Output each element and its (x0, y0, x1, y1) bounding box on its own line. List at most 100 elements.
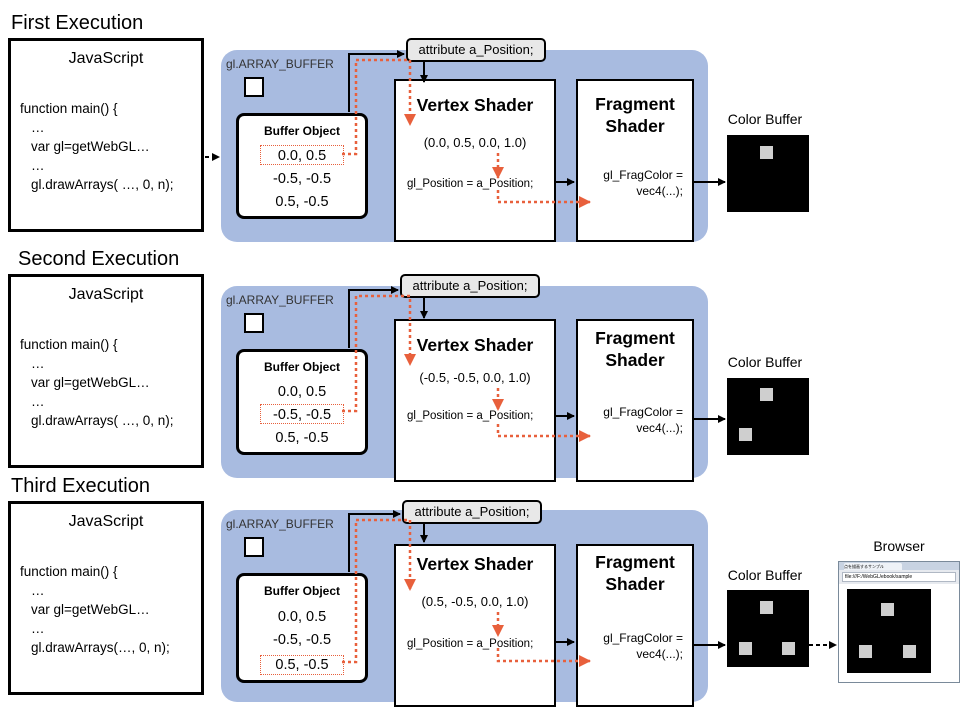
buffer-object: Buffer Object 0.0, 0.5 -0.5, -0.5 0.5, -… (236, 573, 368, 683)
buffer-row: 0.5, -0.5 (275, 430, 329, 446)
code-line: … (31, 356, 45, 371)
buffer-object: Buffer Object 0.0, 0.5 -0.5, -0.5 0.5, -… (236, 113, 368, 219)
javascript-title: JavaScript (68, 513, 144, 530)
buffer-to-attribute-line (348, 510, 401, 572)
javascript-box: JavaScript function main() { … var gl=ge… (8, 274, 204, 468)
buffer-row: -0.5, -0.5 (272, 171, 332, 187)
vertex-shader-code: gl_Position = a_Position; (407, 410, 534, 422)
browser-tab-bar: 点を描画するサンプル (839, 562, 959, 570)
code-line: … (31, 621, 45, 636)
buffer-row: 0.0, 0.5 (277, 609, 327, 625)
data-flow-arrow (496, 424, 591, 442)
code-line: … (31, 394, 45, 409)
color-buffer-label: Color Buffer (727, 567, 803, 583)
rendered-point (760, 601, 773, 614)
browser-address-bar: file:///F:/WebGL/ebook/sample (842, 572, 956, 582)
execution-title: Third Execution (11, 475, 150, 497)
vertex-shader: Vertex Shader (0.5, -0.5, 0.0, 1.0) gl_P… (394, 544, 556, 707)
color-buffer (727, 378, 809, 455)
array-buffer-binding (244, 537, 264, 557)
javascript-title: JavaScript (68, 50, 144, 67)
execution-panel-1: First Execution JavaScript function main… (0, 12, 965, 247)
fragment-shader: Fragment Shader gl_FragColor = vec4(...)… (576, 544, 694, 707)
javascript-title: JavaScript (68, 286, 144, 303)
execution-panel-2: Second Execution JavaScript function mai… (0, 248, 965, 482)
data-flow-arrow (342, 518, 416, 664)
fragment-shader-code: gl_FragColor = (603, 631, 683, 645)
color-buffer (727, 590, 809, 667)
code-line: … (31, 583, 45, 598)
data-flow-arrow (496, 190, 591, 208)
color-buffer (727, 135, 809, 212)
buffer-row: -0.5, -0.5 (272, 632, 332, 648)
execution-2-arrows (342, 286, 726, 442)
execution-title: Second Execution (18, 248, 180, 270)
buffer-row: 0.5, -0.5 (275, 657, 329, 673)
fragment-shader: Fragment Shader gl_FragColor = vec4(...)… (576, 319, 694, 482)
execution-1-arrows (205, 50, 726, 208)
buffer-row: 0.0, 0.5 (277, 148, 327, 164)
javascript-box: JavaScript function main() { … var gl=ge… (8, 501, 204, 695)
vertex-shader-title: Vertex Shader (416, 554, 534, 574)
vertex-shader-code: gl_Position = a_Position; (407, 178, 534, 190)
execution-3-arrows (342, 510, 837, 667)
array-buffer-binding (244, 313, 264, 333)
buffer-row: 0.0, 0.5 (277, 384, 327, 400)
rendered-point (859, 645, 872, 658)
rendered-point (760, 388, 773, 401)
fragment-shader-code: gl_FragColor = (603, 405, 683, 419)
attribute-variable: attribute a_Position; (400, 274, 540, 298)
buffer-to-attribute-line (348, 50, 405, 112)
buffer-row: -0.5, -0.5 (272, 407, 332, 423)
data-flow-arrow (342, 58, 416, 156)
fragment-shader-title: Fragment (595, 552, 675, 572)
fragment-shader-title: Fragment (595, 328, 675, 348)
code-line: gl.drawArrays( …, 0, n); (31, 413, 174, 428)
array-buffer-label: gl.ARRAY_BUFFER (226, 57, 334, 71)
fragment-shader-title: Shader (605, 116, 665, 136)
rendered-point (903, 645, 916, 658)
buffer-object: Buffer Object 0.0, 0.5 -0.5, -0.5 0.5, -… (236, 349, 368, 455)
color-buffer-label: Color Buffer (727, 111, 803, 127)
rendered-point (782, 642, 795, 655)
fragment-shader-code: gl_FragColor = (603, 168, 683, 182)
array-buffer-label: gl.ARRAY_BUFFER (226, 293, 334, 307)
vertex-position-vector: (0.0, 0.5, 0.0, 1.0) (423, 135, 527, 150)
webgl-canvas (847, 589, 931, 673)
vertex-shader-title: Vertex Shader (416, 335, 534, 355)
code-line: function main() { (20, 564, 118, 579)
buffer-object-title: Buffer Object (263, 584, 340, 598)
data-flow-arrow (342, 294, 416, 413)
vertex-shader: Vertex Shader (0.0, 0.5, 0.0, 1.0) gl_Po… (394, 79, 556, 242)
highlighted-vertex (260, 404, 344, 424)
fragment-shader-code: vec4(...); (636, 647, 683, 661)
code-line: … (31, 120, 45, 135)
code-line: gl.drawArrays( …, 0, n); (31, 177, 174, 192)
vertex-position-vector: (0.5, -0.5, 0.0, 1.0) (421, 594, 529, 609)
color-buffer-label: Color Buffer (727, 354, 803, 370)
browser-tab: 点を描画するサンプル (844, 563, 902, 570)
code-line: function main() { (20, 101, 118, 116)
code-line: function main() { (20, 337, 118, 352)
vertex-shader-title: Vertex Shader (416, 95, 534, 115)
attribute-variable: attribute a_Position; (402, 500, 542, 524)
rendered-point (760, 146, 773, 159)
rendered-point (881, 603, 894, 616)
vertex-shader-code: gl_Position = a_Position; (407, 638, 534, 650)
browser-label: Browser (873, 538, 925, 554)
fragment-shader-title: Shader (605, 350, 665, 370)
array-buffer-binding (244, 77, 264, 97)
execution-panel-3: Third Execution JavaScript function main… (0, 474, 965, 710)
fragment-shader-code: vec4(...); (636, 184, 683, 198)
buffer-to-attribute-line (348, 286, 399, 348)
vertex-position-vector: (-0.5, -0.5, 0.0, 1.0) (419, 370, 531, 385)
code-line: var gl=getWebGL… (31, 139, 150, 154)
array-buffer-label: gl.ARRAY_BUFFER (226, 517, 334, 531)
buffer-object-title: Buffer Object (263, 360, 340, 374)
execution-title: First Execution (11, 12, 144, 34)
buffer-object-title: Buffer Object (263, 124, 340, 138)
fragment-shader: Fragment Shader gl_FragColor = vec4(...)… (576, 79, 694, 242)
fragment-shader-title: Shader (605, 574, 665, 594)
buffer-row: 0.5, -0.5 (275, 194, 329, 210)
